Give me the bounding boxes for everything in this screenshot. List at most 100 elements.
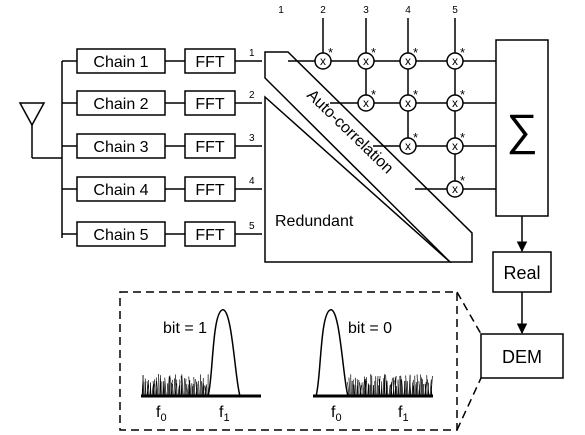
multiplier-node — [314, 52, 332, 70]
conjugate-mark: * — [371, 45, 376, 60]
inset-box — [119, 291, 458, 431]
multiplier-node — [357, 94, 375, 112]
multiplier-node — [399, 94, 417, 112]
multiplier-node — [357, 52, 375, 70]
noise-stroke — [151, 385, 154, 397]
sum-block — [495, 39, 549, 217]
conjugate-mark: * — [328, 45, 333, 60]
multiplier-symbol: x — [452, 54, 458, 68]
noise-stroke — [203, 383, 205, 397]
dem-block — [480, 333, 564, 379]
chain-box — [76, 133, 166, 159]
multiplier-symbol: x — [452, 96, 458, 110]
noise-stroke — [382, 378, 385, 397]
column-index: 4 — [405, 5, 411, 16]
fft-label: FFT — [195, 227, 225, 244]
multiplier-node — [446, 180, 464, 198]
multiplier-symbol: x — [405, 96, 411, 110]
fft-box — [184, 221, 236, 247]
noise-stroke — [385, 374, 388, 397]
noise-stroke — [406, 381, 409, 397]
noise-stroke — [409, 383, 412, 397]
noise-stroke — [378, 378, 381, 397]
multiplier-node — [446, 94, 464, 112]
conjugate-mark: * — [413, 45, 418, 60]
conjugate-mark: * — [460, 87, 465, 102]
chain-box — [76, 221, 166, 247]
fft-label: FFT — [195, 139, 225, 156]
fft-label: FFT — [195, 54, 225, 71]
noise-stroke — [411, 382, 414, 397]
noise-stroke — [192, 383, 195, 397]
peak-right — [315, 309, 349, 397]
conjugate-mark: * — [460, 130, 465, 145]
noise-stroke — [415, 381, 418, 397]
zoom-line-bottom — [456, 377, 482, 431]
noise-stroke — [155, 384, 158, 397]
multiplier-symbol: x — [452, 139, 458, 153]
fft-label: FFT — [195, 182, 225, 199]
conjugate-mark: * — [371, 87, 376, 102]
noise-stroke — [390, 384, 393, 397]
noise-stroke — [421, 377, 423, 397]
f0-right: f0 — [331, 404, 342, 424]
peak-left — [207, 309, 241, 397]
noise-stroke — [192, 385, 194, 397]
multiplier-grid: x*x*x*x*x*x*x*x*x*x* — [288, 18, 496, 198]
noise-stroke — [185, 383, 188, 397]
noise-stroke — [193, 377, 196, 397]
real-block — [492, 251, 552, 293]
noise-stroke — [354, 377, 357, 397]
zoom-line-top — [456, 291, 482, 335]
noise-stroke — [396, 385, 398, 397]
noise-left — [141, 374, 209, 397]
fft-box — [184, 133, 236, 159]
correlation-triangle — [264, 51, 473, 263]
autocorrelation-label: Auto-correlation — [303, 87, 396, 178]
row-index: 4 — [249, 176, 255, 187]
noise-stroke — [195, 379, 198, 397]
noise-stroke — [386, 380, 389, 397]
noise-stroke — [401, 379, 404, 397]
noise-stroke — [430, 385, 433, 397]
noise-stroke — [353, 385, 356, 397]
noise-stroke — [429, 379, 432, 397]
noise-right — [347, 374, 433, 397]
noise-stroke — [205, 384, 208, 397]
chain-label: Chain 3 — [93, 139, 148, 156]
chain-box — [76, 48, 166, 74]
noise-stroke — [167, 376, 170, 397]
column-index: 2 — [320, 5, 326, 16]
noise-stroke — [430, 375, 433, 397]
multiplier-node — [446, 137, 464, 155]
noise-stroke — [186, 384, 189, 397]
noise-stroke — [196, 381, 199, 397]
dem-label: DEM — [502, 347, 542, 367]
noise-stroke — [152, 380, 155, 397]
row-index: 3 — [249, 133, 255, 144]
noise-stroke — [189, 380, 192, 397]
multiplier-symbol: x — [363, 96, 369, 110]
noise-stroke — [424, 383, 427, 397]
noise-stroke — [199, 374, 201, 397]
f1-left: f1 — [219, 404, 230, 424]
multiplier-symbol: x — [452, 182, 458, 196]
noise-stroke — [422, 379, 424, 397]
antenna-icon — [18, 102, 62, 159]
noise-stroke — [177, 385, 180, 397]
redundant-label: Redundant — [275, 213, 354, 230]
noise-stroke — [405, 375, 408, 397]
noise-stroke — [171, 382, 173, 397]
noise-stroke — [427, 379, 430, 397]
noise-stroke — [356, 379, 359, 397]
conjugate-mark: * — [460, 45, 465, 60]
noise-stroke — [388, 384, 391, 397]
noise-stroke — [164, 377, 167, 397]
noise-stroke — [377, 385, 380, 397]
column-index: 3 — [363, 5, 369, 16]
noise-stroke — [347, 382, 350, 397]
noise-stroke — [418, 381, 421, 397]
